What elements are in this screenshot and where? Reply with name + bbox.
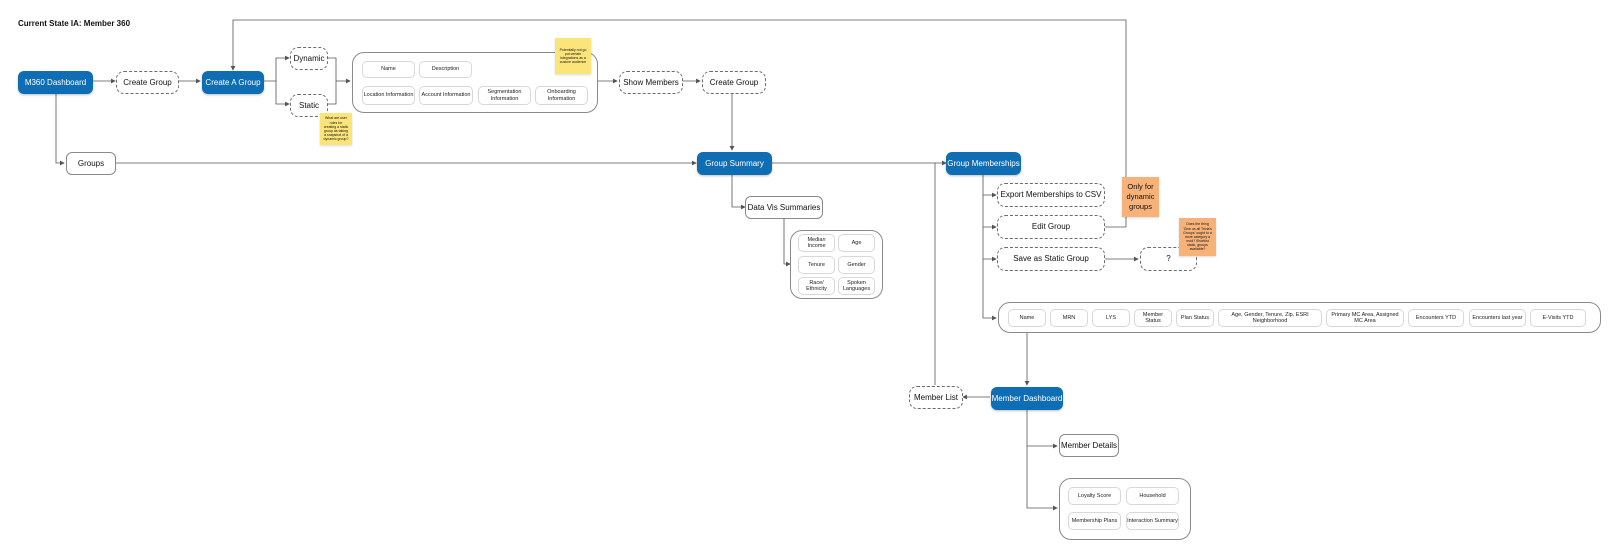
groups-node[interactable]: Groups <box>66 152 116 175</box>
create-a-group-node[interactable]: Create A Group <box>202 71 264 94</box>
sticky-note-only-dynamic: Only for dynamic groups <box>1122 177 1159 217</box>
member-dashboard-node[interactable]: Member Dashboard <box>991 387 1063 410</box>
sticky-note-2: What are user rules for creating a stati… <box>320 113 352 145</box>
member-col-evisits-ytd: E-Visits YTD <box>1530 309 1586 327</box>
summary-field-gender: Gender <box>838 256 875 274</box>
member-col-demographics: Age, Gender, Tenure, Zip, ESRI Neighborh… <box>1218 309 1322 327</box>
md-field-household: Household <box>1126 487 1179 505</box>
member-col-encounters-last-year: Encounters last year <box>1469 309 1526 327</box>
create-group-node-1[interactable]: Create Group <box>116 71 179 94</box>
member-col-mrn: MRN <box>1050 309 1088 327</box>
member-list-node[interactable]: Member List <box>909 386 963 409</box>
group-field-location: Location Information <box>362 86 415 105</box>
sticky-note-3: Does the thing 'Give us all Trivia's Gro… <box>1179 218 1216 256</box>
member-details-node[interactable]: Member Details <box>1059 434 1119 457</box>
group-field-segmentation: Segmentation Information <box>478 86 531 105</box>
member-col-lys: LYS <box>1092 309 1130 327</box>
member-col-encounters-ytd: Encounters YTD <box>1408 309 1464 327</box>
m360-dashboard-node[interactable]: M360 Dashboard <box>18 71 93 94</box>
member-col-mc-area: Primary MC Area, Assigned MC Area <box>1326 309 1404 327</box>
member-col-plan-status: Plan Status <box>1176 309 1214 327</box>
md-field-membership-plans: Membership Plans <box>1068 512 1121 530</box>
data-vis-summaries-node[interactable]: Data Vis Summaries <box>745 196 823 219</box>
md-field-loyalty-score: Loyalty Score <box>1068 487 1121 505</box>
group-field-account: Account Information <box>419 86 473 105</box>
summary-field-age: Age <box>838 234 875 252</box>
group-field-onboarding: Onboarding Information <box>535 86 588 105</box>
member-col-name: Name <box>1008 309 1046 327</box>
summary-field-race: Race/ Ethnicity <box>798 277 835 295</box>
sticky-note-1: Potentially not go put certain integrati… <box>555 38 591 74</box>
summary-field-languages: Spoken Languages <box>838 277 875 295</box>
group-field-description: Description <box>419 61 472 78</box>
export-csv-node[interactable]: Export Memberships to CSV <box>997 183 1105 207</box>
member-col-status: Member Status <box>1134 309 1172 327</box>
summary-field-tenure: Tenure <box>798 256 835 274</box>
group-field-name: Name <box>362 61 415 78</box>
save-static-node[interactable]: Save as Static Group <box>997 247 1105 271</box>
show-members-node[interactable]: Show Members <box>619 71 683 94</box>
group-memberships-node[interactable]: Group Memberships <box>946 152 1021 175</box>
md-field-interaction-summary: Interaction Summary <box>1126 512 1179 530</box>
summary-field-median-income: Median Income <box>798 234 835 252</box>
page-title: Current State IA: Member 360 <box>18 19 131 28</box>
edit-group-node[interactable]: Edit Group <box>997 215 1105 239</box>
dynamic-node[interactable]: Dynamic <box>290 47 328 70</box>
static-node[interactable]: Static <box>290 94 328 117</box>
create-group-node-2[interactable]: Create Group <box>702 71 766 94</box>
group-summary-node[interactable]: Group Summary <box>697 152 772 175</box>
